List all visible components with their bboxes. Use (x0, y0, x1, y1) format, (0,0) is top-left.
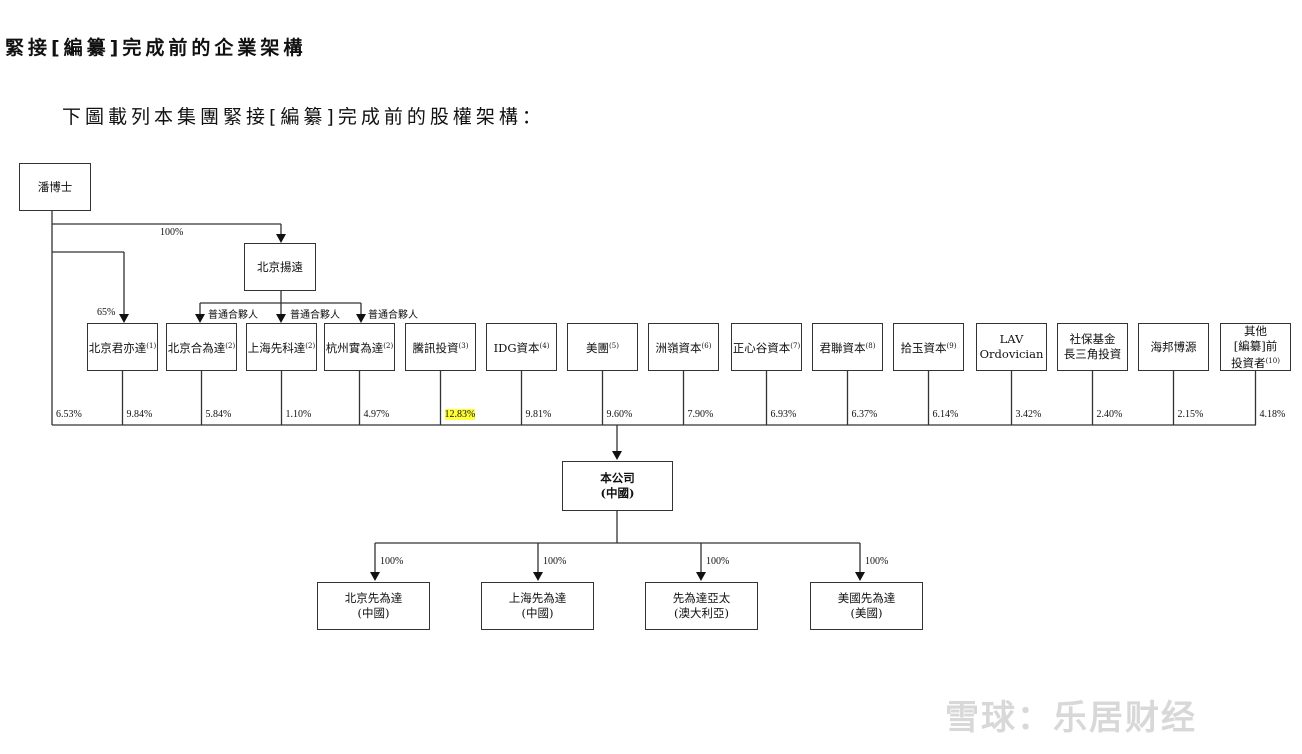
founder-box: 潘博士 (19, 163, 91, 211)
shareholding-pct: 1.10% (285, 409, 312, 420)
shareholding-pct: 9.81% (525, 409, 552, 420)
shareholder-box: LAV Ordovician (976, 323, 1047, 371)
shareholding-pct: 12.83% (444, 409, 476, 420)
footnote-ref: (2) (225, 341, 236, 350)
footnote-ref: (10) (1265, 356, 1280, 365)
subsidiary-box: 北京先為達 (中國) (317, 582, 430, 630)
arrow-head (370, 572, 380, 581)
arrow-head (533, 572, 543, 581)
arrow-head (195, 314, 205, 323)
shareholder-box: 其他 [編纂]前 投資者(10) (1220, 323, 1291, 371)
arrow-head (276, 234, 286, 243)
shareholding-pct: 4.97% (363, 409, 390, 420)
arrow-head (119, 314, 129, 323)
footnote-ref: (1) (146, 341, 157, 350)
arrow-head (356, 314, 366, 323)
subsidiary-pct: 100% (543, 556, 567, 567)
pct-label: 100% (160, 227, 184, 238)
shareholder-box: 北京合為達(2) (166, 323, 237, 371)
shareholder-box: 海邦博源 (1138, 323, 1209, 371)
shareholding-pct: 6.93% (770, 409, 797, 420)
shareholding-pct: 9.84% (126, 409, 153, 420)
company-box: 本公司 (中國) (562, 461, 673, 511)
subsidiary-box: 美國先為達 (美國) (810, 582, 923, 630)
general-partner-label: 普通合夥人 (208, 310, 258, 321)
footnote-ref: (9) (946, 341, 957, 350)
subsidiary-box: 先為達亞太 (澳大利亞) (645, 582, 758, 630)
footnote-ref: (8) (865, 341, 876, 350)
general-partner-label: 普通合夥人 (290, 310, 340, 321)
shareholding-pct: 2.15% (1177, 409, 1204, 420)
shareholder-box: 洲嶺資本(6) (648, 323, 719, 371)
shareholder-box: 北京君亦達(1) (87, 323, 158, 371)
shareholding-pct: 2.40% (1096, 409, 1123, 420)
footnote-ref: (2) (383, 341, 394, 350)
arrow-head (855, 572, 865, 581)
section-heading: 緊接[編纂]完成前的企業架構 (5, 37, 307, 59)
footnote-ref: (2) (305, 341, 316, 350)
shareholding-pct: 7.90% (687, 409, 714, 420)
shareholder-box: 杭州實為達(2) (324, 323, 395, 371)
subsidiary-pct: 100% (865, 556, 889, 567)
pct-label: 65% (97, 307, 116, 318)
arrow-head (276, 314, 286, 323)
shareholder-box: 君聯資本(8) (812, 323, 883, 371)
footnote-ref: (5) (609, 341, 619, 350)
arrow-head (696, 572, 706, 581)
intro-text: 下圖載列本集團緊接[編纂]完成前的股權架構： (62, 106, 545, 128)
shareholder-box: IDG資本(4) (486, 323, 557, 371)
shareholding-pct: 3.42% (1015, 409, 1042, 420)
shareholder-box: 正心谷資本(7) (731, 323, 802, 371)
shareholder-box: 上海先科達(2) (246, 323, 317, 371)
shareholding-pct: 4.18% (1259, 409, 1286, 420)
shareholder-box: 美團(5) (567, 323, 638, 371)
footnote-ref: (3) (458, 341, 469, 350)
shareholding-pct: 6.37% (851, 409, 878, 420)
subsidiary-pct: 100% (706, 556, 730, 567)
shareholder-box: 社保基金 長三角投資 (1057, 323, 1128, 371)
subsidiary-pct: 100% (380, 556, 404, 567)
yangyuan-box: 北京揚遠 (244, 243, 316, 291)
shareholder-box: 拾玉資本(9) (893, 323, 964, 371)
shareholder-box: 騰訊投資(3) (405, 323, 476, 371)
footnote-ref: (7) (790, 341, 801, 350)
shareholding-pct: 5.84% (205, 409, 232, 420)
general-partner-label: 普通合夥人 (368, 310, 418, 321)
footnote-ref: (6) (701, 341, 712, 350)
watermark: 雪球：乐居财经 (945, 698, 1197, 738)
shareholding-pct: 9.60% (606, 409, 633, 420)
shareholding-pct: 6.14% (932, 409, 959, 420)
arrow-head (612, 451, 622, 460)
subsidiary-box: 上海先為達 (中國) (481, 582, 594, 630)
shareholding-pct: 6.53% (56, 409, 82, 420)
footnote-ref: (4) (539, 341, 550, 350)
